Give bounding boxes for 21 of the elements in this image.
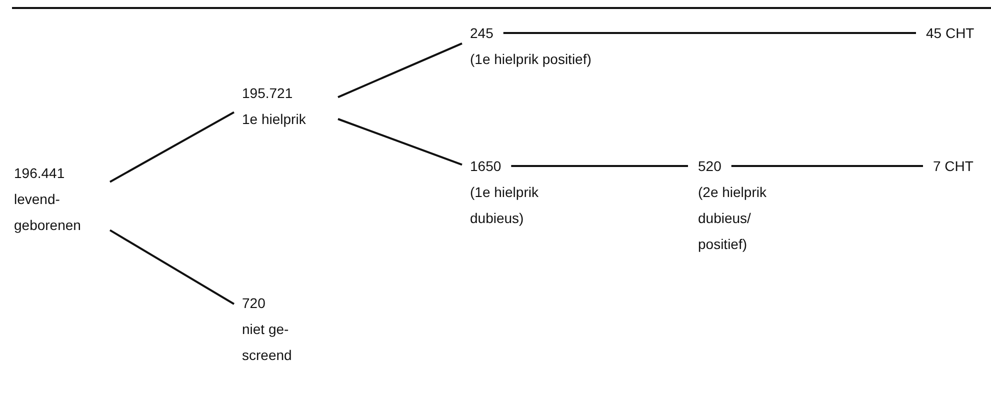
connector-line [338, 42, 462, 98]
connector-line [110, 111, 234, 183]
connector-line [511, 165, 688, 167]
count-label: 245 [470, 24, 494, 43]
connector-line [731, 165, 923, 167]
count-label: 45 CHT [926, 24, 974, 43]
count-label: 7 CHT [933, 157, 974, 176]
count-label: 195.721 [242, 84, 293, 103]
description-label: (2e hielprik dubieus/ positief) [698, 183, 768, 254]
connector-line [109, 229, 235, 305]
connector-line [503, 32, 916, 34]
count-label: 1650 [470, 157, 502, 176]
connector-line [338, 118, 462, 166]
description-label: (1e hielprik positief) [470, 50, 592, 69]
description-label: levend- geborenen [14, 190, 82, 235]
description-label: niet ge- screend [242, 320, 293, 365]
description-label: (1e hielprik dubieus) [470, 183, 540, 228]
description-label: 1e hielprik [242, 110, 306, 129]
count-label: 196.441 [14, 164, 65, 183]
count-label: 720 [242, 294, 266, 313]
count-label: 520 [698, 157, 722, 176]
